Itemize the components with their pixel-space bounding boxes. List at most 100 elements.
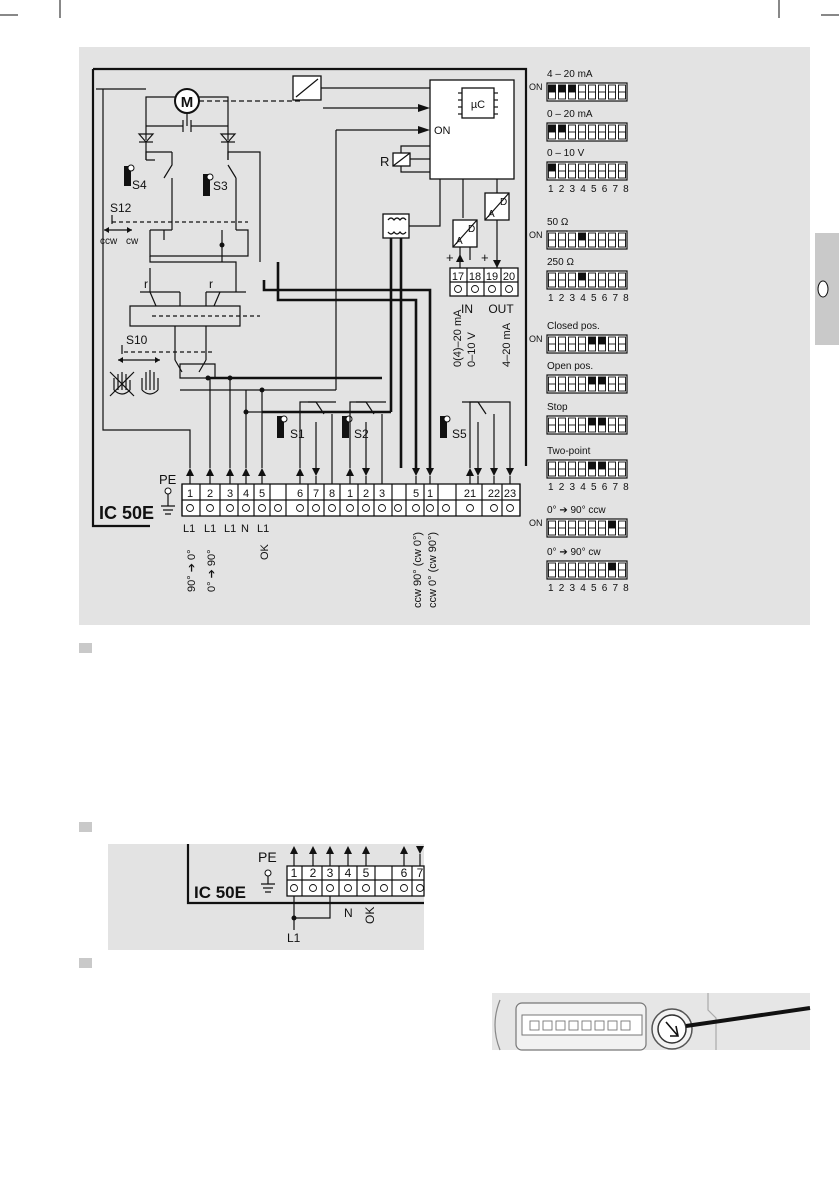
dip-lever	[618, 131, 626, 140]
dip-lever	[608, 562, 616, 571]
detail-terminal-screw	[380, 884, 388, 892]
terminal-5: 5	[259, 488, 265, 500]
s1-label: S1	[290, 427, 305, 441]
dip-lever	[578, 569, 586, 578]
dip-setting-label: Closed pos.	[547, 321, 600, 332]
dip-lever	[568, 569, 576, 578]
dip-setting: Open pos.	[546, 361, 628, 394]
photo-dip-cell	[568, 1020, 579, 1031]
dip-lever	[618, 527, 626, 536]
dip-lever	[568, 424, 576, 433]
dip-lever	[598, 279, 606, 288]
dip-lever	[588, 336, 596, 345]
dip-setting: Two-point 1 2 3 4 5 6 7 8	[546, 446, 630, 493]
dip-lever	[608, 239, 616, 248]
dip-setting-label: 250 Ω	[547, 257, 574, 268]
dip-lever	[588, 461, 596, 470]
detail-terminal-screw	[309, 884, 317, 892]
dip-lever	[588, 131, 596, 140]
cc2-label: ccw 0° (cw 90°)	[427, 532, 439, 608]
terminal-5: 5	[413, 488, 419, 500]
terminal-screw	[274, 504, 282, 512]
analog-label-out: 4–20 mA	[501, 322, 513, 367]
dip-lever	[568, 170, 576, 179]
dip-setting-label: Stop	[547, 402, 568, 413]
converters: D A D A + +	[446, 179, 510, 268]
dip-lever	[558, 527, 566, 536]
dip-lever	[568, 84, 576, 93]
s4-actuator	[124, 166, 131, 186]
terminal-3: 3	[227, 488, 233, 500]
dip-lever	[588, 279, 596, 288]
manual-mode-off-icon	[109, 371, 135, 397]
dip-lever	[568, 527, 576, 536]
dip-lever	[598, 91, 606, 100]
terminal-screw	[466, 504, 474, 512]
dip-lever	[598, 170, 606, 179]
dip-lever	[558, 124, 566, 133]
terminal-1: 1	[187, 488, 193, 500]
dip-lever	[578, 91, 586, 100]
photo-dip-cells	[529, 1020, 631, 1031]
dip-lever	[598, 569, 606, 578]
relay-contact-r1: r	[144, 277, 148, 291]
terminal-screw	[258, 504, 266, 512]
analog-out-label: OUT	[488, 302, 514, 316]
t2-label: L1	[204, 523, 216, 535]
terminal-screw	[312, 504, 320, 512]
s10-label: S10	[126, 333, 148, 347]
dip-lever	[588, 417, 596, 426]
dip-lever	[568, 239, 576, 248]
terminal-screw	[490, 504, 498, 512]
dip-lever	[558, 383, 566, 392]
dip-lever	[558, 424, 566, 433]
s12-label: S12	[110, 201, 132, 215]
detail-terminal-screw	[290, 884, 298, 892]
dip-lever	[588, 527, 596, 536]
terminal-screw	[426, 504, 434, 512]
s3-label: S3	[213, 179, 228, 193]
dip-lever	[618, 91, 626, 100]
pe-label: PE	[159, 472, 177, 487]
dip-lever	[598, 527, 606, 536]
dip-switch-photo	[492, 993, 811, 1051]
dip-setting-label: 0° ➔ 90° ccw	[547, 505, 606, 516]
terminal-screw	[346, 504, 354, 512]
terminal-7: 7	[313, 488, 319, 500]
terminal-screw	[296, 504, 304, 512]
dip-lever	[548, 468, 556, 477]
dip-on-label: ON	[529, 82, 543, 92]
dip-lever	[598, 376, 606, 385]
dip-numbers: 1 2 3 4 5 6 7 8	[548, 583, 630, 594]
terminal-screw	[206, 504, 214, 512]
dip-setting-label: Two-point	[547, 446, 591, 457]
dip-lever	[618, 383, 626, 392]
dip-lever	[608, 131, 616, 140]
photo-dip-cell	[620, 1020, 631, 1031]
dip-lever	[548, 343, 556, 352]
dip-setting-label: 0 – 20 mA	[547, 109, 593, 120]
dip-lever	[558, 569, 566, 578]
dip-lever	[588, 569, 596, 578]
detail-terminal-screw	[400, 884, 408, 892]
dip-lever	[598, 131, 606, 140]
dip-numbers: 1 2 3 4 5 6 7 8	[548, 482, 630, 493]
terminal-2: 2	[207, 488, 213, 500]
dip-lever	[558, 279, 566, 288]
photo-dip-cell	[594, 1020, 605, 1031]
dip-setting: 0 – 20 mA	[546, 109, 628, 142]
dac-d-label: D	[500, 197, 507, 208]
dip-on-label: ON	[529, 230, 543, 240]
dip-lever	[578, 383, 586, 392]
dip-lever	[578, 343, 586, 352]
dip-lever	[598, 461, 606, 470]
dip-lever	[578, 527, 586, 536]
dip-lever	[558, 170, 566, 179]
terminal-screw	[328, 504, 336, 512]
detail-device-label: IC 50E	[194, 883, 246, 902]
section-marker-1	[79, 643, 92, 653]
